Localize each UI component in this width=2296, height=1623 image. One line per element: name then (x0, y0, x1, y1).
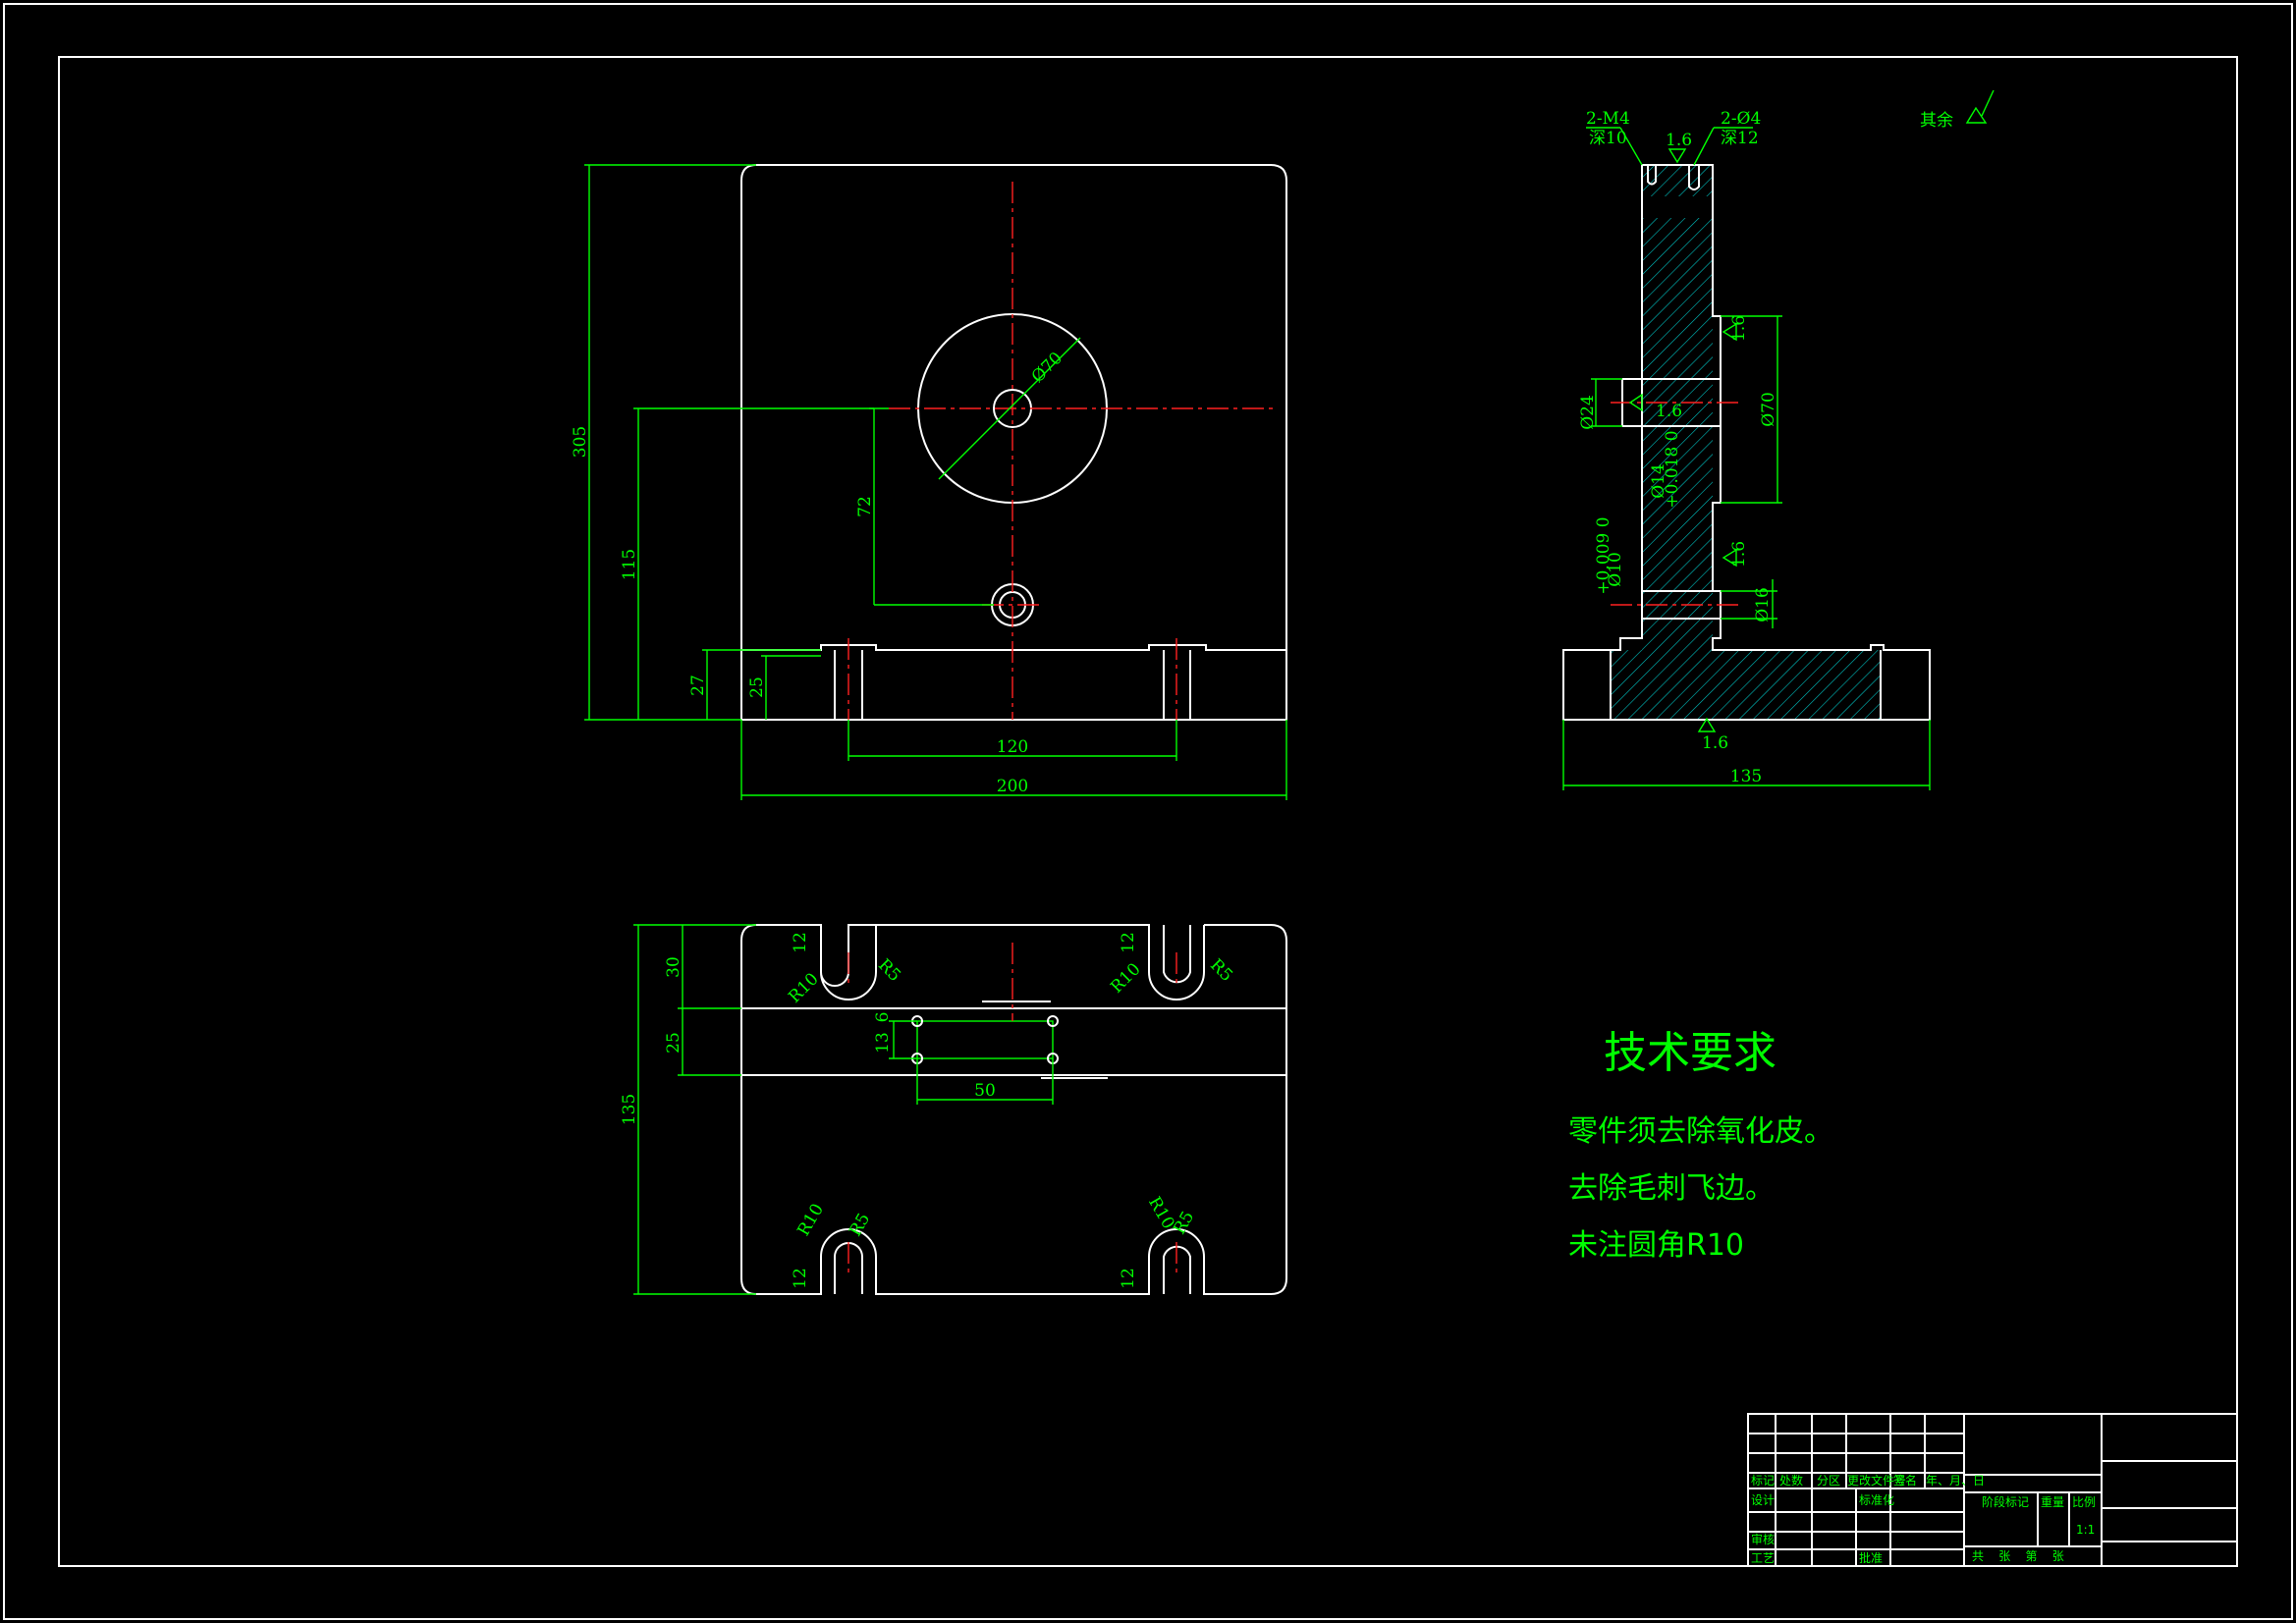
requirements-title: 技术要求 (1604, 1028, 1777, 1078)
rough-3: 1.6 (1702, 733, 1728, 753)
dim-r5-br: R5 (1170, 1208, 1198, 1237)
dim-r5-tr: R5 (1206, 955, 1236, 986)
dim-120: 120 (997, 737, 1028, 757)
dim-r5-bl: R5 (846, 1210, 874, 1239)
dim-6: 6 (873, 1012, 893, 1023)
tb-approve: 批准 (1859, 1550, 1883, 1565)
dim-d10: Ø10 (1606, 552, 1625, 587)
dim-d14: Ø14 (1649, 463, 1668, 499)
m4-depth: 深10 (1589, 129, 1627, 148)
front-view: 305 115 27 25 72 Ø70 120 200 (571, 164, 1287, 800)
requirement-2: 去除毛刺飞边。 (1568, 1171, 1775, 1206)
dim-r10-tr: R10 (1107, 959, 1144, 997)
side-view: 2-M4 深10 2-Ø4 深12 1.6 Ø70 Ø24 Ø14 +0.018… (1562, 89, 1995, 790)
dim-d16: Ø16 (1753, 587, 1773, 622)
technical-requirements: 技术要求 零件须去除氧化皮。 去除毛刺飞边。 未注圆角R10 (1568, 1028, 1833, 1263)
dim-r10-tl: R10 (785, 969, 822, 1006)
dim-135-top: 135 (620, 1094, 639, 1125)
requirement-3: 未注圆角R10 (1568, 1228, 1744, 1263)
roughness-top: 1.6 (1666, 131, 1692, 150)
dim-50: 50 (974, 1081, 996, 1101)
tb-review: 审核 (1751, 1532, 1775, 1546)
d4-callout: 2-Ø4 (1721, 109, 1761, 129)
tb-h4: 签名 (1893, 1473, 1917, 1488)
d4-depth: 深12 (1721, 129, 1759, 148)
dim-d24: Ø24 (1578, 395, 1598, 430)
dim-r10-bl: R10 (793, 1201, 828, 1240)
dim-r5-tl: R5 (874, 955, 904, 986)
dim-200: 200 (997, 777, 1028, 796)
rough-1: 1.6 (1729, 315, 1749, 342)
title-block: 标记 处数 分区 更改文件号 签名 年、月、日 设计 标准化 审核 工艺 批准 … (1747, 1413, 2238, 1567)
rough-4: 1.6 (1656, 402, 1682, 421)
tb-weight: 重量 (2041, 1495, 2064, 1509)
tb-scale-label: 比例 (2072, 1495, 2096, 1509)
dim-135-side: 135 (1730, 767, 1762, 786)
tb-standard: 标准化 (1859, 1493, 1894, 1507)
top-view: 135 30 25 13 6 50 12 12 12 12 R10 R5 R10… (620, 924, 1287, 1295)
dim-12-bl: 12 (791, 1268, 810, 1289)
tb-scale: 1:1 (2076, 1523, 2095, 1537)
requirement-1: 零件须去除氧化皮。 (1568, 1114, 1833, 1149)
tb-h0: 标记 (1751, 1474, 1775, 1488)
dim-dia70: Ø70 (1028, 349, 1066, 387)
dim-27: 27 (688, 675, 708, 696)
dim-25: 25 (747, 676, 767, 698)
tb-sheets: 共 张 第 张 (1972, 1549, 2064, 1563)
dim-115: 115 (620, 549, 639, 580)
rough-2: 1.6 (1729, 541, 1749, 568)
tb-h3: 更改文件号 (1847, 1473, 1906, 1488)
tb-process: 工艺 (1751, 1551, 1775, 1565)
dim-12-br: 12 (1119, 1268, 1138, 1289)
tb-h2: 分区 (1817, 1474, 1840, 1488)
dim-305: 305 (571, 426, 590, 458)
dim-12-tr: 12 (1119, 932, 1138, 953)
dim-25-top: 25 (664, 1032, 683, 1054)
dim-72: 72 (855, 496, 875, 517)
dim-d70-side: Ø70 (1759, 392, 1778, 427)
m4-callout: 2-M4 (1586, 109, 1630, 129)
dim-d14-tol: +0.018 0 (1663, 430, 1682, 508)
dim-d10-tol: +0.009 0 (1594, 516, 1613, 594)
dim-13: 13 (873, 1032, 893, 1054)
tb-stage: 阶段标记 (1982, 1494, 2029, 1509)
tb-h5: 年、月、日 (1926, 1474, 1985, 1488)
dim-30: 30 (664, 956, 683, 978)
inner-frame (58, 56, 2238, 1567)
dim-12-tl: 12 (791, 932, 810, 953)
surface-note: 其余 (1920, 111, 1953, 131)
outer-border (3, 3, 2293, 1620)
tb-design: 设计 (1751, 1493, 1775, 1507)
tb-h1: 处数 (1779, 1473, 1803, 1488)
